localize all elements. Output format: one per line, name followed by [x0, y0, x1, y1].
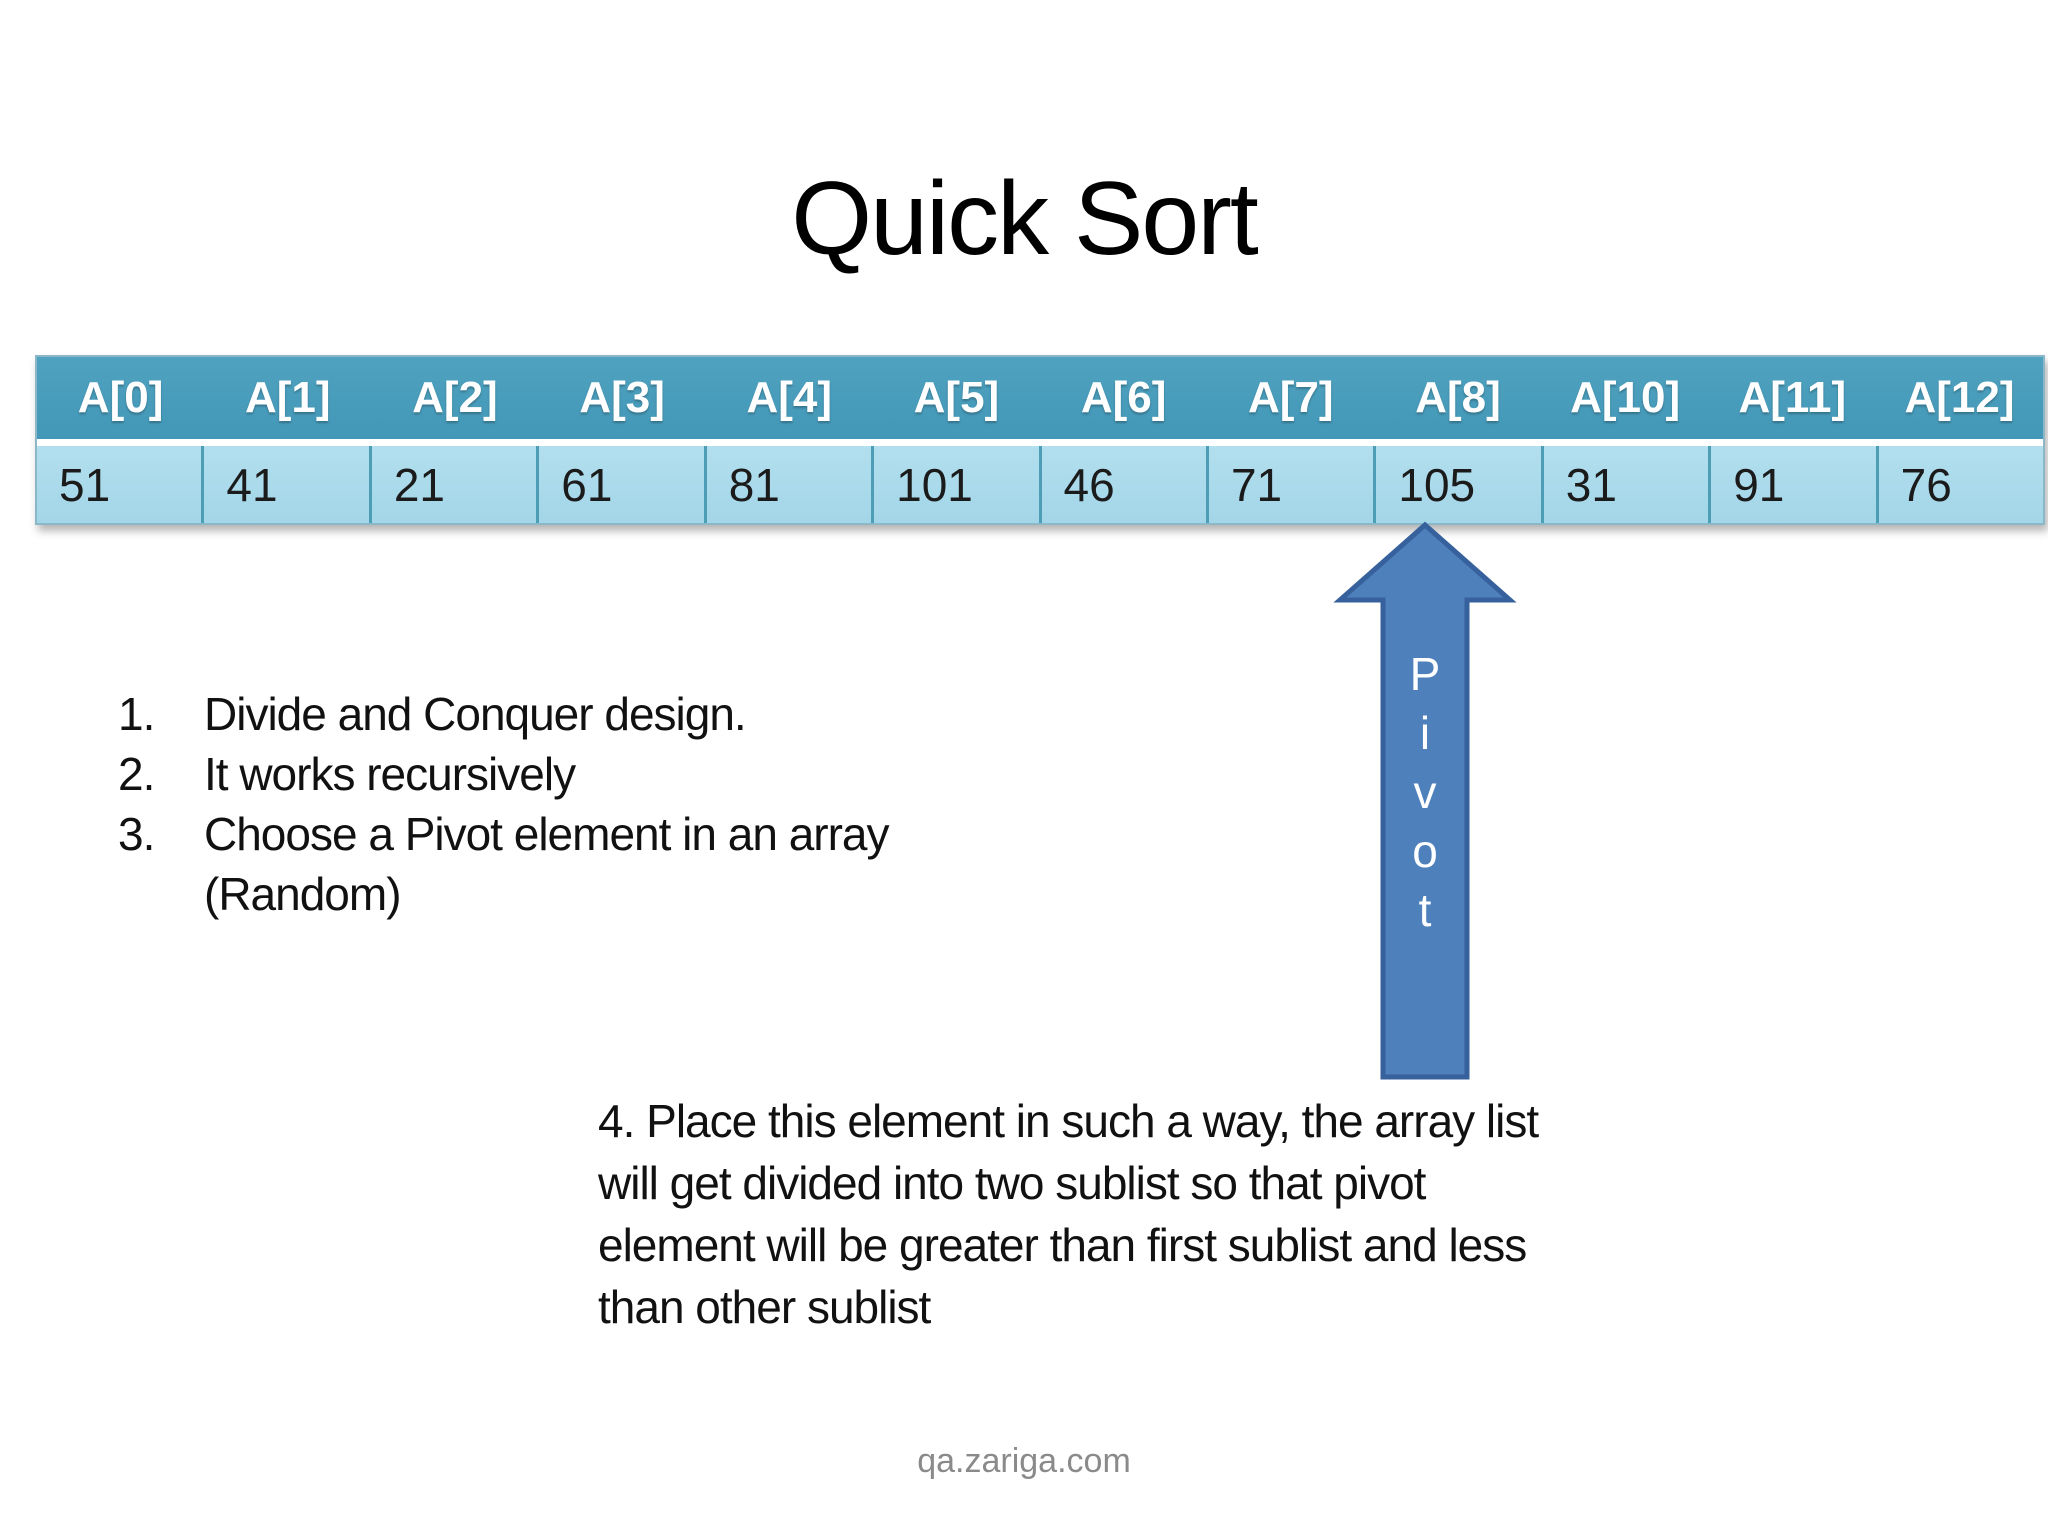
array-index-label: A[7] [1248, 373, 1334, 422]
array-value-cell: 46 [1038, 446, 1206, 523]
pivot-letter: P [1409, 648, 1441, 700]
list-item-number: 2. [118, 748, 155, 800]
array-value-cell: 31 [1540, 446, 1708, 523]
list-item: 2. It works recursively [118, 744, 1004, 804]
list-item: 1. Divide and Conquer design. [118, 684, 1004, 744]
array-value-cell: 41 [201, 446, 368, 523]
pivot-letter: o [1412, 825, 1438, 877]
step4-note: 4. Place this element in such a way, the… [598, 1095, 1539, 1333]
list-item-number: 3. [118, 808, 155, 860]
list-item-text: It works recursively [204, 748, 576, 800]
array-index-label: A[3] [579, 373, 665, 422]
array-index-label: A[4] [746, 373, 833, 422]
array-index-label: A[12] [1904, 373, 2015, 422]
array-index-label: A[10] [1570, 373, 1681, 422]
array-value-cell: 76 [1875, 446, 2043, 523]
array-value-cell: 101 [871, 446, 1038, 523]
array-index-label: A[1] [244, 373, 331, 422]
array-value-cell: 71 [1205, 446, 1373, 523]
array-value-row: 51 41 21 61 81 101 46 71 105 31 91 [37, 446, 2043, 523]
array-index-label: A[0] [77, 373, 164, 422]
pivot-arrow-icon [1333, 521, 1517, 1080]
pivot-letter: i [1419, 707, 1431, 759]
array-index-label: A[8] [1415, 373, 1501, 422]
pivot-arrow-shape [1333, 521, 1517, 1080]
array-value-cell: 105 [1373, 446, 1540, 523]
array-index-label: A[11] [1738, 373, 1847, 422]
pivot-letter: v [1413, 766, 1437, 818]
list-item-number: 1. [118, 688, 155, 740]
array-value-cell: 21 [368, 446, 536, 523]
table-row-divider [37, 439, 2043, 446]
pivot-arrow-label: P i v o t [1383, 645, 1467, 940]
array-value-cell: 51 [59, 458, 111, 511]
array-index-label: A[6] [1080, 373, 1167, 422]
array-header-row: A[0] A[1] A[2] A[3] A[4] A[5] A[6] A[7] … [37, 357, 2043, 439]
list-item: 3. Choose a Pivot element in an array (R… [118, 804, 1004, 924]
array-value-cell: 81 [703, 446, 871, 523]
array-value-cell: 91 [1708, 446, 1875, 523]
notes-list: 1. Divide and Conquer design. 2. It work… [118, 684, 1004, 924]
list-item-text: Divide and Conquer design. [204, 688, 747, 740]
array-value-cell: 61 [536, 446, 703, 523]
array-diagram: A[0] A[1] A[2] A[3] A[4] A[5] A[6] A[7] … [35, 355, 2045, 525]
footer-watermark: qa.zariga.com [917, 1442, 1131, 1480]
list-item-text: Choose a Pivot element in an array (Rand… [204, 808, 890, 920]
array-index-label: A[2] [412, 373, 498, 422]
pivot-letter: t [1418, 884, 1432, 936]
array-index-label: A[5] [913, 373, 1000, 422]
page-title: Quick Sort [791, 161, 1258, 277]
